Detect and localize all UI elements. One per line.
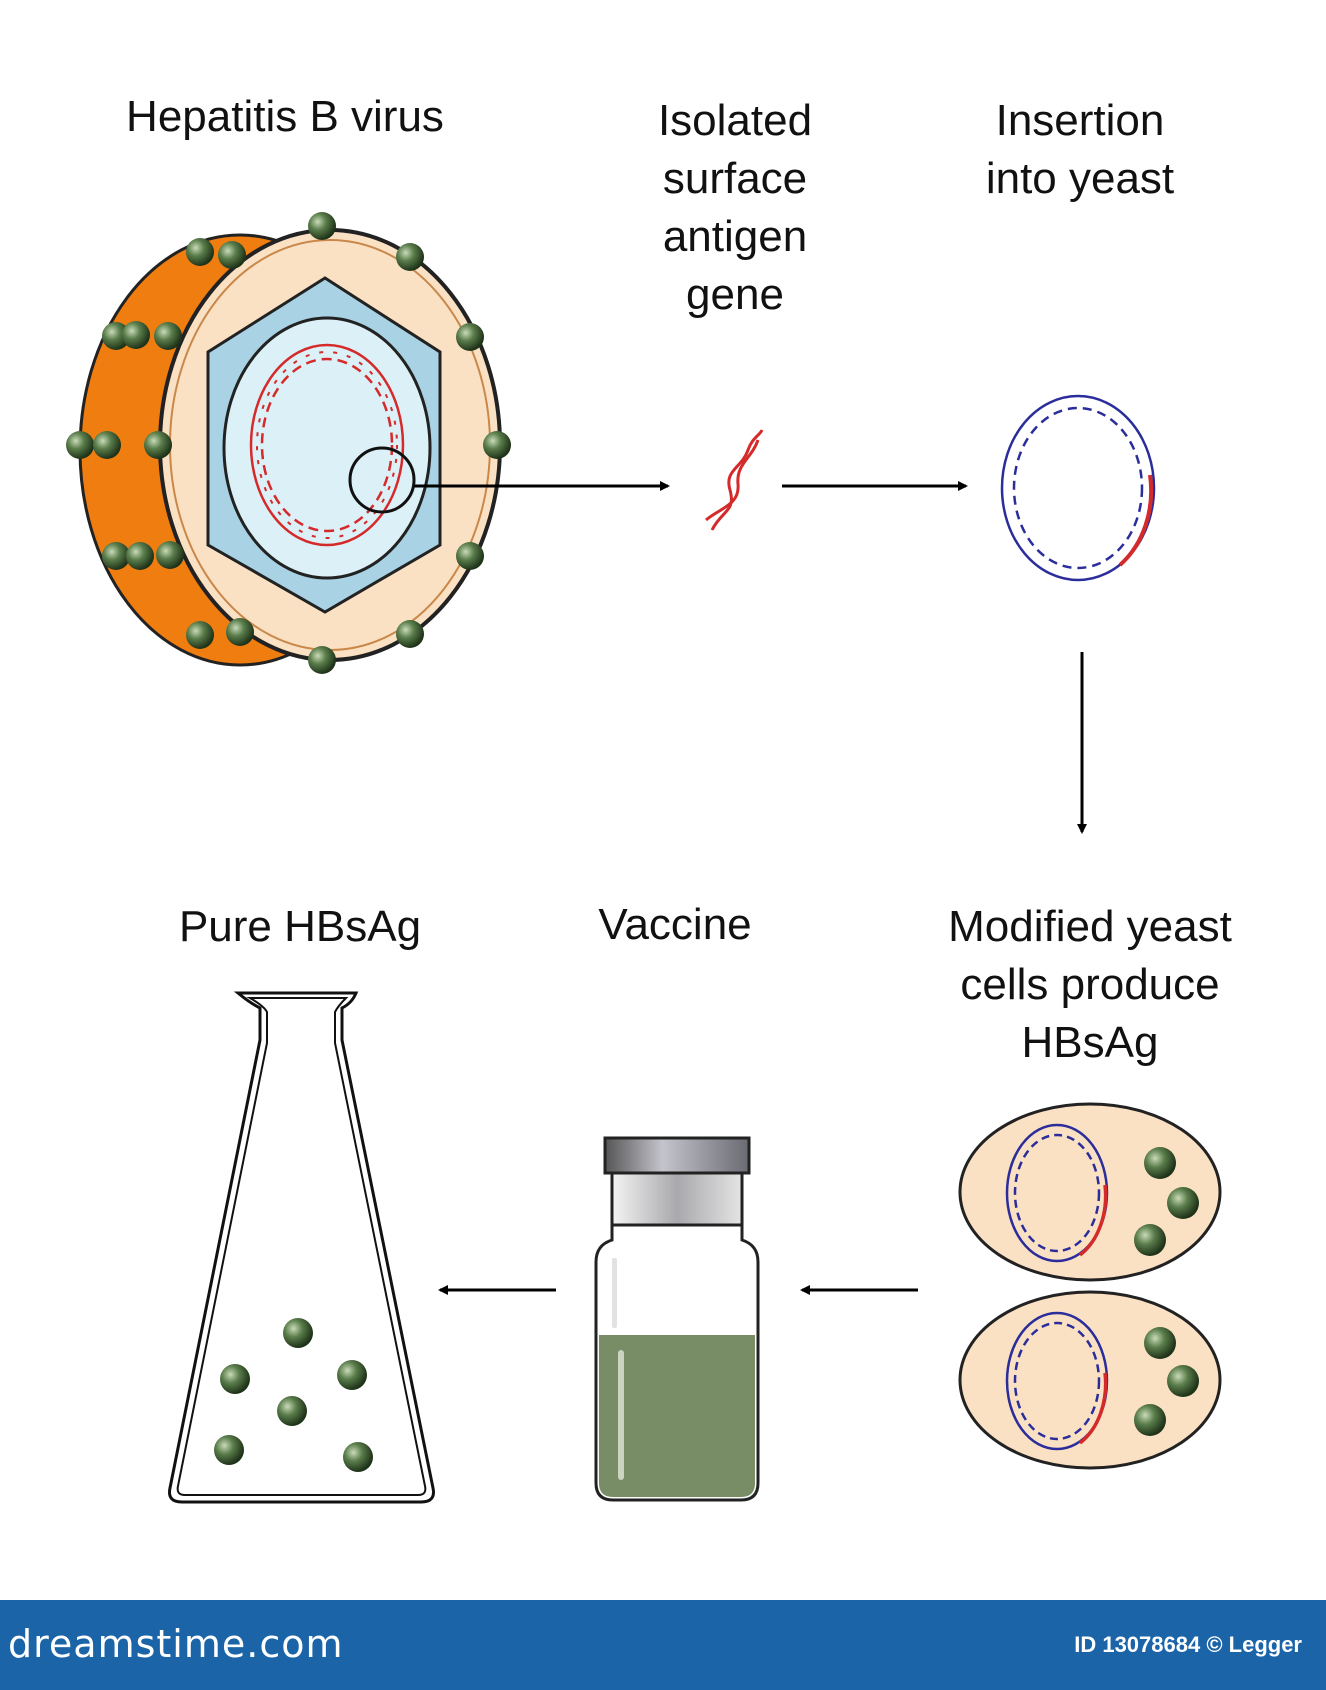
surface-antigen-bead [456,323,484,351]
surface-antigen-bead [308,212,336,240]
surface-antigen-bead [126,542,154,570]
yeast-cell-top [958,1102,1222,1282]
footer-bar: dreamstime.com ID 13078684 © Legger [0,1600,1326,1690]
erlenmeyer-flask [168,991,435,1504]
label-insertion-into-yeast: Insertion into yeast [985,96,1175,203]
label-pure-hbsag: Pure HBsAg [178,902,422,951]
hepatitis-b-virus [66,212,511,674]
surface-antigen-particles [66,212,511,674]
yeast-cell-bottom [958,1290,1222,1470]
image-credit: ID 13078684 © Legger [1074,1632,1302,1657]
surface-antigen-bead [186,238,214,266]
surface-antigen-bead [156,541,184,569]
surface-antigen-bead [483,431,511,459]
surface-antigen-bead [66,431,94,459]
surface-antigen-bead [186,621,214,649]
brand-logo-text[interactable]: dreamstime.com [8,1622,344,1666]
surface-antigen-bead [154,322,182,350]
surface-antigen-bead [308,646,336,674]
surface-antigen-bead [226,618,254,646]
diagram: Hepatitis B virus Isolated surface antig… [66,92,1232,1504]
surface-antigen-bead [144,431,172,459]
vaccine-vial [594,1136,760,1502]
surface-antigen-bead [396,620,424,648]
label-vaccine: Vaccine [598,900,752,949]
surface-antigen-bead [396,243,424,271]
surface-antigen-bead [456,542,484,570]
surface-antigen-bead [122,321,150,349]
label-isolated-gene: Isolated surface antigen gene [657,96,813,319]
surface-antigen-bead [93,431,121,459]
surface-antigen-bead [102,322,130,350]
isolated-gene-fragment [705,429,764,531]
recombinant-plasmid [1000,394,1156,582]
label-hepatitis-b-virus: Hepatitis B virus [126,92,444,141]
label-modified-yeast: Modified yeast cells produce HBsAg [948,902,1232,1067]
viral-dna-ring [249,343,405,547]
surface-antigen-bead [102,542,130,570]
surface-antigen-bead [218,241,246,269]
magnifier-circle [348,446,416,514]
